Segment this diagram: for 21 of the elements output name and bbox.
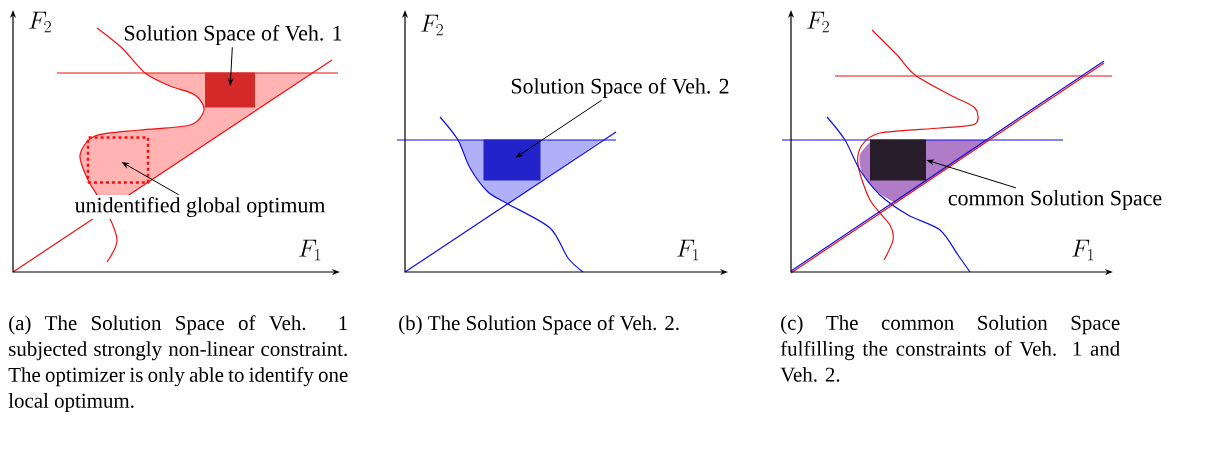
solution-box: [870, 139, 926, 181]
leader-arrow: [927, 159, 1017, 189]
axis-label: $F_1$: [299, 239, 321, 261]
axis-label: $F_1$: [1072, 239, 1094, 261]
leader-arrow: [122, 162, 180, 196]
axis-label: $F_2$: [29, 11, 51, 33]
callout-label: Solution Space of Veh. 2: [508, 75, 732, 101]
subfigure-caption: (b) The Solution Space of Veh. 2.: [399, 315, 679, 335]
optimum-box: [86, 136, 150, 184]
axis-label: $F_2$: [807, 11, 829, 33]
solution-box: [483, 139, 541, 181]
solution-box: [205, 72, 255, 108]
callout-label: common Solution Space: [945, 188, 1165, 212]
leader-arrow: [516, 99, 603, 158]
axis-label: $F_2$: [421, 14, 443, 36]
subfigure-caption: (c) The common Solution Space fulfilling the constraints of Veh. 1 and Veh. 2.: [780, 315, 1120, 382]
callout-label: Solution Space of Veh. 1: [121, 22, 345, 48]
leader-arrow: [228, 46, 233, 86]
axis-label: $F_1$: [677, 239, 699, 261]
callout-label: unidentified global optimum: [72, 194, 328, 220]
subfigure-caption: (a) The Solution Space of Veh. 1 subjected strongly non-linear constraint. The optimizer is only able to identify one local optimum.: [8, 315, 348, 413]
